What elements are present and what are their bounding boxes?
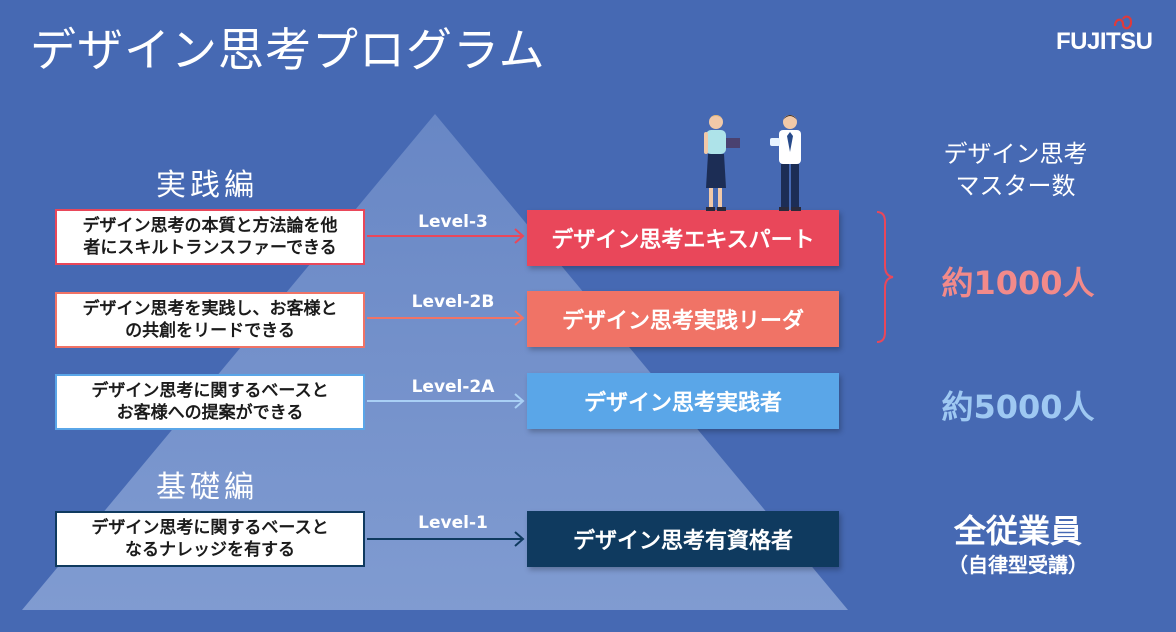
count-all-employees: 全従業員 (953, 512, 1082, 550)
section-practice: 実践編 (156, 168, 258, 203)
page-title: デザイン思考プログラム (30, 23, 546, 77)
arrow-level-3 (367, 228, 525, 244)
description-level-1: デザイン思考に関するベースと なるナレッジを有する (55, 511, 365, 567)
people-illustration-icon (704, 115, 801, 211)
description-level-2a: デザイン思考に関するベースと お客様への提案ができる (55, 374, 365, 430)
count-1000: 約1000人 (941, 264, 1095, 302)
description-level-3: デザイン思考の本質と方法論を他 者にスキルトランスファーできる (55, 209, 365, 265)
fujitsu-infinity-icon (1113, 15, 1133, 30)
curly-brace-icon (876, 211, 894, 343)
arrow-level-1 (367, 531, 525, 547)
arrow-level-2b (367, 310, 525, 326)
level-label-3: Level-3 (418, 212, 488, 232)
level-box-qualified: デザイン思考有資格者 (527, 511, 839, 567)
level-label-2b: Level-2B (411, 292, 495, 312)
level-box-leader: デザイン思考実践リーダ (527, 291, 839, 347)
arrow-level-2a (367, 393, 525, 409)
level-box-expert: デザイン思考エキスパート (527, 210, 839, 266)
fujitsu-logo: FUJITSU (1052, 15, 1153, 62)
level-label-1: Level-1 (418, 513, 488, 533)
master-count-heading: デザイン思考 マスター数 (943, 140, 1088, 200)
count-5000: 約5000人 (941, 388, 1095, 426)
section-basic: 基礎編 (156, 470, 258, 505)
level-box-practitioner: デザイン思考実践者 (527, 373, 839, 429)
level-label-2a: Level-2A (411, 377, 495, 397)
count-all-employees-note: （自律型受講） (948, 553, 1088, 577)
description-level-2b: デザイン思考を実践し、お客様と の共創をリードできる (55, 292, 365, 348)
